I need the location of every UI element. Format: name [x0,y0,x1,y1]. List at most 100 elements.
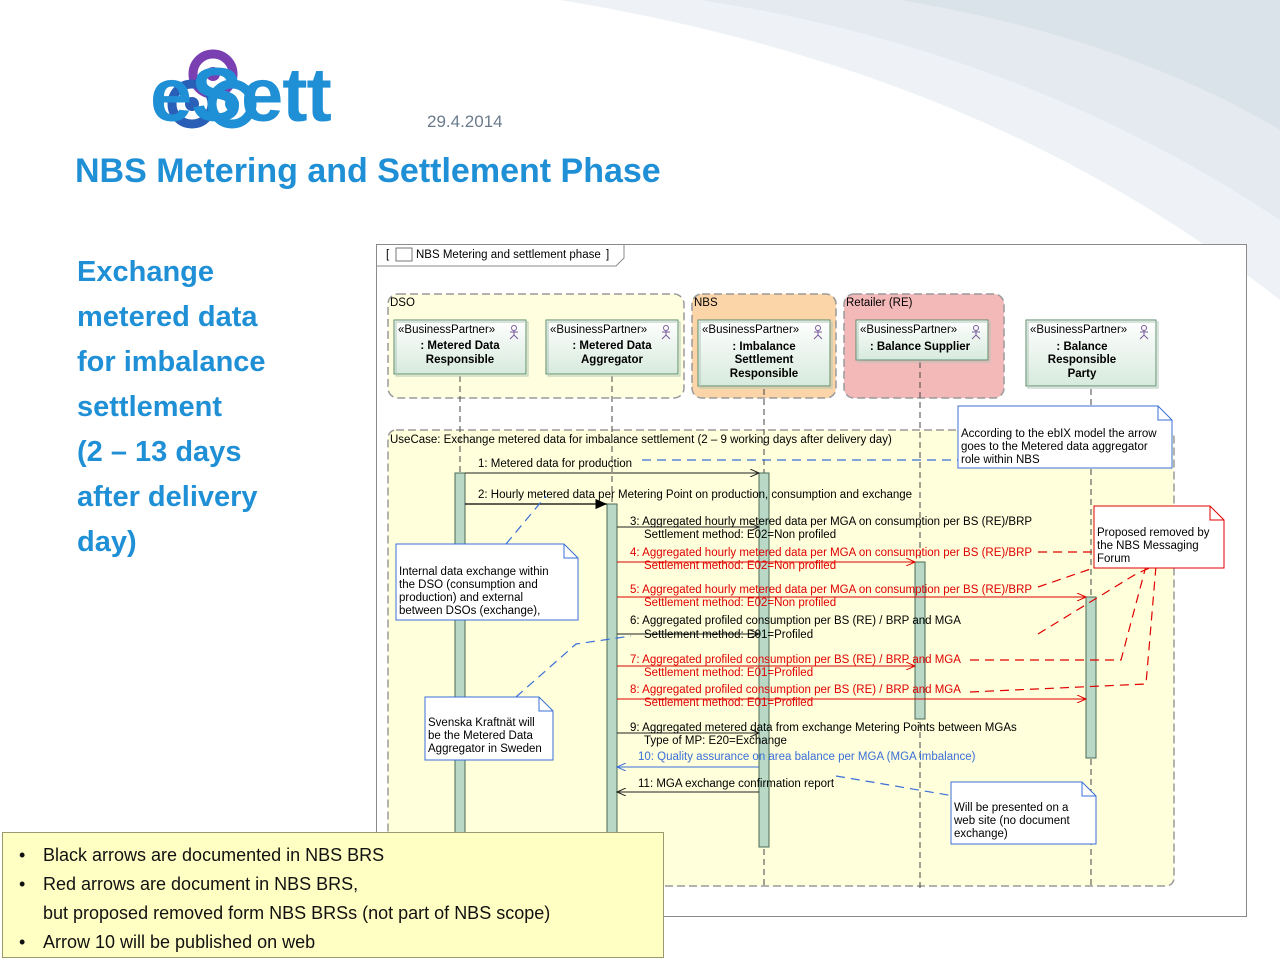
message-label: 8: Aggregated profiled consumption per B… [630,684,961,696]
message-label: Settlement method: E01=Profiled [644,697,813,709]
note-line: be the Metered Data [428,730,533,742]
note-line: Aggregator in Sweden [428,743,542,755]
frame-close: ] [606,249,609,261]
participant-name: : Balance Supplier [870,341,971,353]
note-svk: Svenska Kraftnät will be the Metered Dat… [424,696,554,761]
side-line: (2 – 13 days [77,436,242,468]
participant-imbalance-settlement-responsible: «BusinessPartner» : Imbalance Settlement… [697,319,833,389]
usecase-region [387,429,1175,887]
note-line: Proposed removed by [1097,527,1210,539]
message-label: 1: Metered data for production [478,458,632,470]
message-label: 7: Aggregated profiled consumption per B… [630,654,961,666]
page-title: NBS Metering and Settlement Phase [75,152,661,190]
participant-balance-supplier: «BusinessPartner» : Balance Supplier [855,319,991,363]
message-label: Settlement method: E01=Profiled [644,629,813,641]
actor-icon [971,325,981,340]
message-label: 4: Aggregated hourly metered data per MG… [630,547,1032,559]
participant-name: : Imbalance [732,341,795,353]
stereotype: «BusinessPartner» [550,324,647,336]
note-line: role within NBS [961,454,1040,466]
legend-item: •Red arrows are document in NBS BRS,but … [19,870,663,928]
note-line: web site (no document [953,815,1071,827]
legend-text: Black arrows are documented in NBS BRS [43,845,385,865]
note-line: Internal data exchange within [399,566,549,578]
message-label: Type of MP: E20=Exchange [644,735,787,747]
sequence-diagram-svg: [ NBS Metering and settlement phase ] DS… [376,244,1247,917]
participant-name: Responsible [426,354,494,366]
sequence-diagram: [ NBS Metering and settlement phase ] DS… [376,244,1248,918]
lane-nbs-label: NBS [694,297,718,309]
actor-icon [661,325,671,340]
legend-item: • Arrow 10 will be published on web [19,928,663,957]
participant-metered-data-aggregator: «BusinessPartner» : Metered Data Aggrega… [545,319,681,377]
note-line: exchange) [954,828,1008,840]
bullet: • [19,845,26,865]
note-web: Will be presented on a web site (no docu… [950,781,1097,845]
activation-bar [606,503,618,884]
participant-name: Party [1068,368,1097,380]
bullet: • [19,932,26,952]
side-line: for imbalance [77,346,266,378]
side-line: after delivery [77,481,258,513]
note-ebix: According to the ebIX model the arrow go… [957,405,1173,469]
message-label: 2: Hourly metered data per Metering Poin… [478,489,912,501]
message-label: 3: Aggregated hourly metered data per MG… [630,516,1032,528]
actor-icon [509,325,519,340]
activation-bar [1085,596,1097,759]
participant-metered-data-responsible: «BusinessPartner» : Metered Data Respons… [393,319,529,377]
usecase-label: UseCase: Exchange metered data for imbal… [390,434,892,446]
message-label: 5: Aggregated hourly metered data per MG… [630,584,1032,596]
participant-name: Aggregator [581,354,644,366]
note-line: Forum [1097,553,1130,565]
stereotype: «BusinessPartner» [398,324,495,336]
side-line: settlement [77,391,223,423]
side-line: day) [77,526,137,558]
message-label: Settlement method: E02=Non profiled [644,597,836,609]
message-label: 11: MGA exchange confirmation report [638,778,835,790]
note-line: production) and external [399,592,523,604]
note-line: between DSOs (exchange), [399,605,540,617]
message-label: 9: Aggregated metered data from exchange… [630,722,1017,734]
note-line: Will be presented on a [954,802,1069,814]
note-line: goes to the Metered data aggregator [961,441,1148,453]
legend-box: •Black arrows are documented in NBS BRS … [2,832,664,958]
activation-bar [914,561,926,720]
side-line: metered data [77,301,258,333]
frame-title: NBS Metering and settlement phase [416,249,601,261]
participant-name: : Metered Data [420,340,500,352]
legend-list: •Black arrows are documented in NBS BRS … [3,841,663,957]
bullet: • [19,874,26,894]
participant-balance-responsible-party: «BusinessPartner» : Balance Responsible … [1025,319,1159,389]
note-proposed: Proposed removed by the NBS Messaging Fo… [1093,505,1225,569]
message-label: Settlement method: E02=Non profiled [644,560,836,572]
date-label: 29.4.2014 [427,112,503,131]
message-label: 10: Quality assurance on area balance pe… [638,751,976,763]
message-label: Settlement method: E01=Profiled [644,667,813,679]
brand-name: eSett [150,53,332,138]
activation-bar [758,472,770,848]
participant-name: : Balance [1056,341,1107,353]
actor-icon [1139,325,1149,340]
stereotype: «BusinessPartner» [702,324,799,336]
note-internal: Internal data exchange within the DSO (c… [395,543,579,621]
frame-open: [ [386,249,390,261]
side-description: Exchange metered data for imbalance sett… [77,250,307,565]
legend-text: Arrow 10 will be published on web [43,932,316,952]
lane-dso-label: DSO [390,297,415,309]
activation-bar [454,472,466,884]
side-line: Exchange [77,256,214,288]
participant-name: : Metered Data [572,340,652,352]
legend-text: Red arrows are document in NBS BRS, [43,874,359,894]
participant-name: Settlement [735,354,794,366]
legend-item: • Black arrows are documented in NBS BRS [19,841,663,870]
participant-name: Responsible [730,368,798,380]
note-line: the NBS Messaging [1097,540,1199,552]
stereotype: «BusinessPartner» [860,324,957,336]
lane-retailer-label: Retailer (RE) [846,297,913,309]
message-label: Settlement method: E02=Non profiled [644,529,836,541]
note-line: According to the ebIX model the arrow [961,428,1157,440]
actor-icon [813,325,823,340]
stereotype: «BusinessPartner» [1030,324,1127,336]
participant-name: Responsible [1048,354,1116,366]
